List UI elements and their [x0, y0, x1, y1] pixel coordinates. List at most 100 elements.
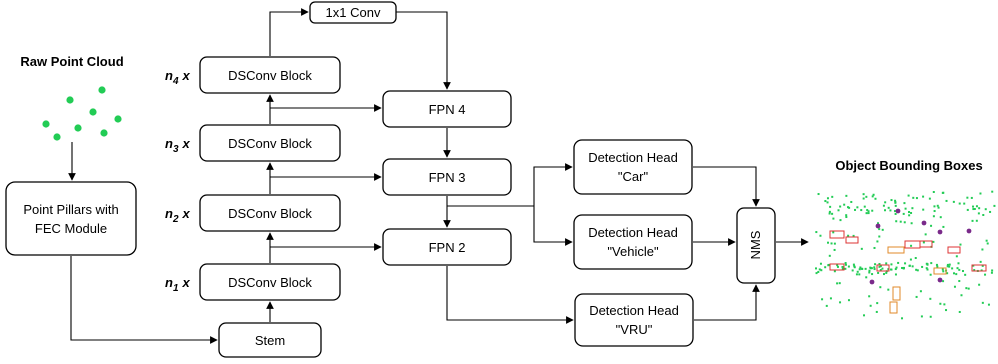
bev-point — [841, 267, 844, 270]
bev-point — [926, 263, 929, 266]
bev-point — [836, 264, 839, 267]
bev-point — [871, 195, 874, 198]
bev-point — [863, 205, 866, 208]
bev-point — [876, 302, 879, 305]
bev-point — [929, 273, 932, 276]
bev-point — [932, 191, 935, 194]
bev-point — [843, 203, 846, 206]
detection-head-car: Detection Head "Car" — [573, 139, 693, 195]
bev-point — [935, 263, 938, 266]
bev-point — [844, 263, 847, 266]
bev-point — [932, 240, 935, 243]
bev-point — [884, 209, 887, 212]
bev-point — [915, 197, 918, 200]
bev-point — [846, 206, 849, 209]
bev-point — [875, 310, 878, 313]
bev-point — [858, 273, 861, 276]
arrow-block4-to-conv — [269, 8, 309, 56]
bev-point — [922, 195, 925, 198]
car-box — [971, 264, 987, 272]
bev-point — [878, 262, 881, 265]
bev-point — [971, 219, 974, 222]
bev-point — [910, 222, 913, 225]
bev-point — [963, 202, 966, 205]
point-dot — [114, 115, 122, 123]
bev-point — [970, 196, 973, 199]
bev-point — [833, 248, 836, 251]
raw-point-cloud-title: Raw Point Cloud — [20, 54, 123, 69]
bev-point — [978, 283, 981, 286]
bev-point — [908, 214, 911, 217]
bev-point — [967, 287, 970, 290]
bev-point — [890, 268, 893, 271]
bev-point — [894, 212, 897, 215]
bev-point — [920, 315, 923, 318]
bev-point — [877, 271, 880, 274]
bev-point — [873, 246, 876, 249]
bev-point — [889, 209, 892, 212]
bev-point — [826, 201, 829, 204]
bev-point — [924, 233, 927, 236]
bev-point — [936, 204, 939, 207]
bev-point — [839, 205, 842, 208]
bev-point — [930, 224, 933, 227]
bev-point — [910, 244, 913, 247]
stem-box: Stem — [218, 322, 322, 358]
bev-point — [844, 262, 847, 265]
bev-point — [815, 231, 818, 234]
bev-point — [904, 207, 907, 210]
bev-point — [847, 234, 850, 237]
bev-point — [819, 262, 822, 265]
bev-point — [990, 271, 993, 274]
bev-point — [867, 210, 870, 213]
bev-point — [911, 265, 914, 268]
vehicle-box — [889, 301, 898, 314]
bev-point — [899, 220, 902, 223]
bev-point — [985, 239, 988, 242]
bev-point — [894, 268, 897, 271]
bev-point — [878, 235, 881, 238]
bev-point — [833, 270, 836, 273]
bev-point — [860, 267, 863, 270]
vehicle-box — [892, 286, 901, 301]
bev-point — [922, 241, 925, 244]
stem-label: Stem — [255, 333, 285, 348]
dsconv-block-4: DSConv Block — [199, 56, 341, 94]
bev-point — [845, 214, 848, 217]
bev-point — [911, 207, 914, 210]
bev-point — [872, 193, 875, 196]
point-dot — [74, 124, 82, 132]
bev-point — [854, 208, 857, 211]
conv-1x1-box: 1x1 Conv — [309, 1, 397, 24]
bev-point — [941, 191, 944, 194]
bev-point — [878, 265, 881, 268]
bev-point — [831, 212, 834, 215]
bev-point — [916, 269, 919, 272]
bev-point — [839, 301, 842, 304]
bev-point — [855, 273, 858, 276]
bev-point — [972, 264, 975, 267]
bev-point — [958, 202, 961, 205]
bev-point — [894, 199, 897, 202]
bev-point — [993, 204, 996, 207]
bev-point — [853, 265, 856, 268]
bev-point — [848, 206, 851, 209]
bev-point — [928, 197, 931, 200]
bev-point — [942, 225, 945, 228]
point-pillars-label-line1: Point Pillars with — [23, 202, 118, 217]
point-dot — [66, 96, 74, 104]
bev-point — [878, 228, 881, 231]
bev-point — [902, 266, 905, 269]
point-dot — [89, 108, 97, 116]
fpn3-label: FPN 3 — [429, 170, 466, 185]
bev-point — [946, 263, 949, 266]
car-box — [919, 240, 933, 248]
bev-point — [987, 303, 990, 306]
bev-point — [933, 205, 936, 208]
bev-point — [966, 208, 969, 211]
bev-point — [942, 280, 945, 283]
bev-point — [874, 197, 877, 200]
